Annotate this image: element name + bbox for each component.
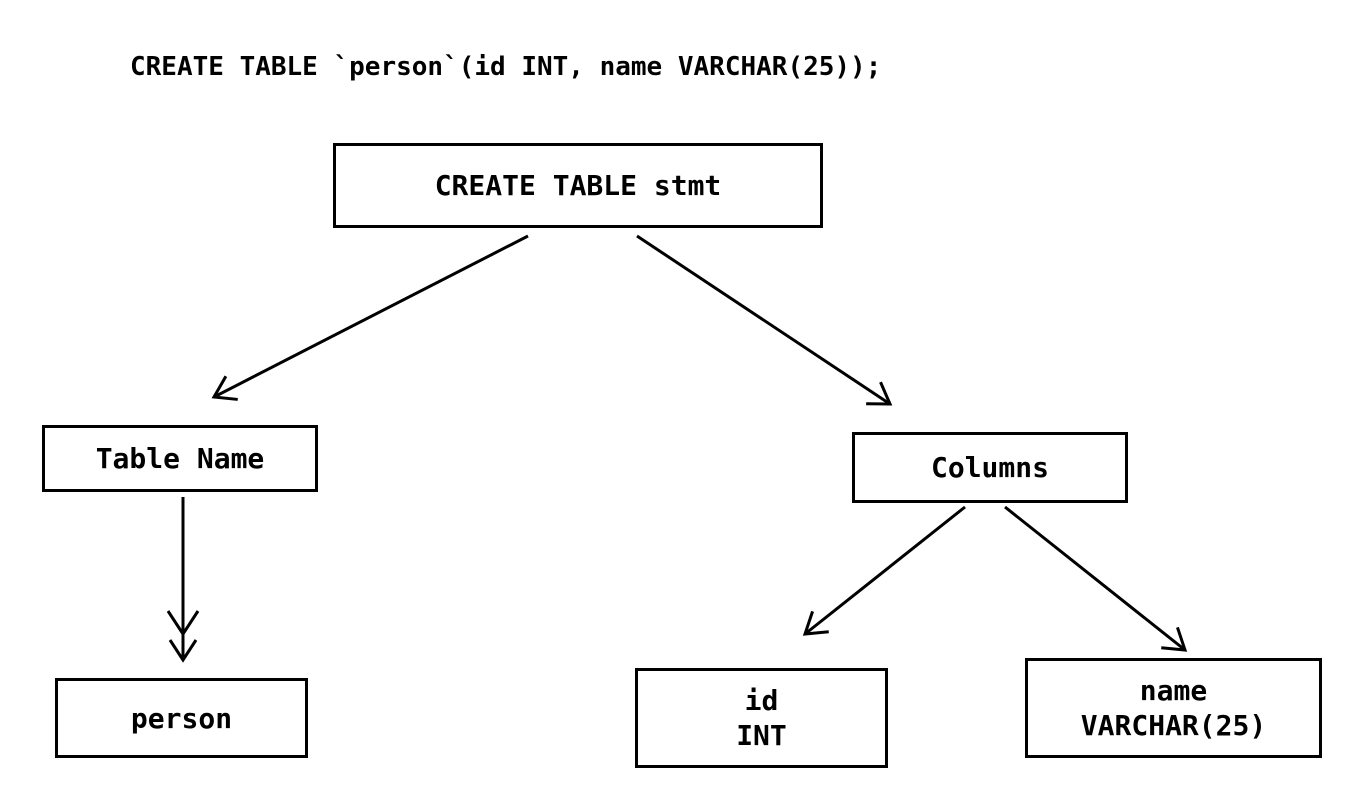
node-column-id: id INT bbox=[635, 668, 888, 768]
edge-columns-to-column-id bbox=[802, 505, 966, 636]
edge-columns-to-column-name bbox=[1004, 505, 1188, 652]
node-column-name-name: name bbox=[1139, 674, 1208, 707]
node-table-name: Table Name bbox=[42, 425, 318, 492]
node-person-label: person bbox=[130, 701, 233, 735]
sql-statement-text: CREATE TABLE `person`(id INT, name VARCH… bbox=[130, 52, 882, 82]
node-create-table-stmt-label: CREATE TABLE stmt bbox=[434, 169, 722, 202]
node-person: person bbox=[55, 678, 308, 758]
edge-root-to-columns bbox=[636, 234, 893, 406]
node-columns: Columns bbox=[852, 432, 1128, 503]
edge-table-name-to-person-chevron bbox=[166, 610, 200, 637]
node-table-name-label: Table Name bbox=[95, 442, 265, 475]
edge-root-to-table-name bbox=[211, 234, 529, 401]
node-column-id-name: id bbox=[744, 684, 779, 717]
node-column-id-type: INT bbox=[736, 719, 787, 752]
node-column-name-type: VARCHAR(25) bbox=[1080, 709, 1267, 742]
node-columns-label: Columns bbox=[930, 451, 1049, 484]
node-create-table-stmt: CREATE TABLE stmt bbox=[333, 143, 823, 228]
node-column-name: name VARCHAR(25) bbox=[1025, 658, 1322, 758]
